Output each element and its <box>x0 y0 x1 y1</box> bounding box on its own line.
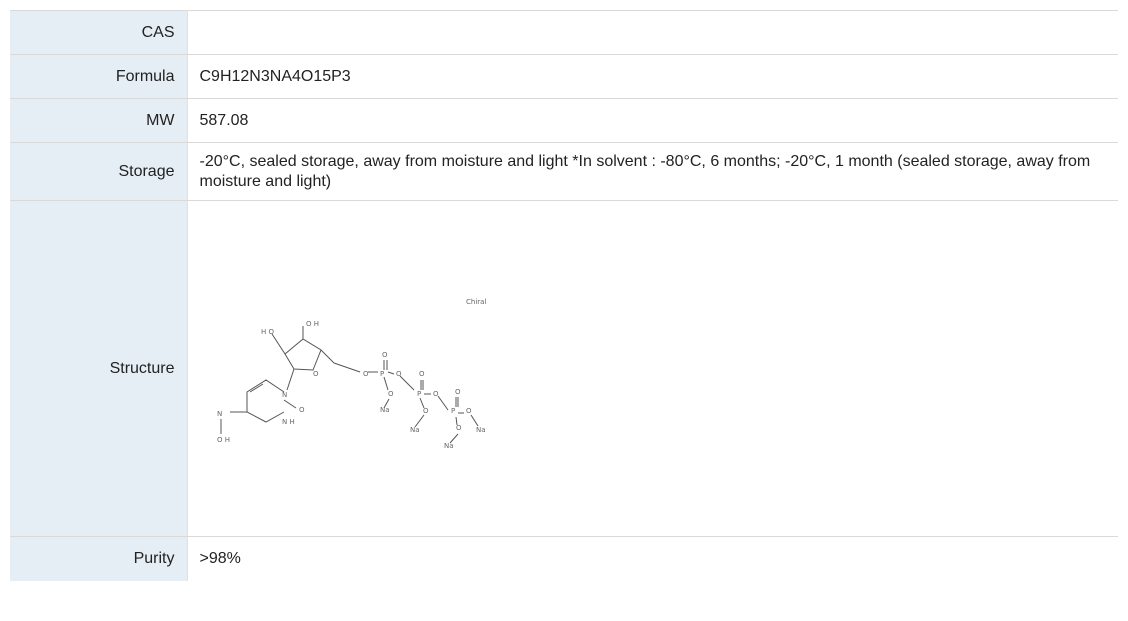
oxygen-8-label: O <box>466 407 472 415</box>
structure-image: Chiral H O O H O O N O N H N O H P P P O… <box>217 298 486 450</box>
oxygen-7-label: O <box>455 388 461 396</box>
sodium-3-label: Na <box>476 426 486 434</box>
storage-label: Storage <box>10 142 188 201</box>
link-oxygen-label: O <box>363 370 369 378</box>
chiral-label: Chiral <box>466 298 486 306</box>
oxime-nitrogen-label: N <box>217 410 222 418</box>
oxygen-6-label: O <box>423 407 429 415</box>
spec-table: CAS Formula C9H12N3NA4O15P3 MW 587.08 St… <box>10 10 1118 581</box>
purity-value: >98% <box>187 536 1118 581</box>
cas-label: CAS <box>10 10 188 55</box>
formula-label: Formula <box>10 54 188 99</box>
ho-label: H O <box>261 328 274 336</box>
structure-label: Structure <box>10 200 188 537</box>
row-storage: Storage -20°C, sealed storage, away from… <box>10 142 1118 201</box>
structure-bonds <box>220 325 478 443</box>
phosphorus-1-label: P <box>380 370 384 378</box>
row-cas: CAS <box>10 10 1118 55</box>
storage-value: -20°C, sealed storage, away from moistur… <box>187 142 1118 201</box>
row-structure: Structure Chiral H O O H O O N O N H N O… <box>10 200 1118 537</box>
oxygen-9-label: O <box>456 424 462 432</box>
row-mw: MW 587.08 <box>10 98 1118 143</box>
oxygen-2-label: O <box>396 370 402 378</box>
cas-value <box>187 10 1118 55</box>
nh-label: N H <box>282 418 295 426</box>
mw-label: MW <box>10 98 188 143</box>
sodium-2-label: Na <box>410 426 420 434</box>
oxime-oh-label: O H <box>217 436 230 444</box>
oxygen-3-label: O <box>388 390 394 398</box>
ring-oxygen-label: O <box>313 370 319 378</box>
structure-value: Chiral H O O H O O N O N H N O H P P P O… <box>187 200 1118 537</box>
phosphorus-3-label: P <box>451 407 455 415</box>
carbonyl-oxygen-label: O <box>299 406 305 414</box>
sodium-1-label: Na <box>380 406 390 414</box>
formula-value: C9H12N3NA4O15P3 <box>187 54 1118 99</box>
purity-label: Purity <box>10 536 188 581</box>
row-formula: Formula C9H12N3NA4O15P3 <box>10 54 1118 99</box>
phosphorus-2-label: P <box>417 390 421 398</box>
sodium-4-label: Na <box>444 442 454 450</box>
oh-top-label: O H <box>306 320 319 328</box>
oxygen-4-label: O <box>419 370 425 378</box>
row-purity: Purity >98% <box>10 536 1118 581</box>
ring-nitrogen-label: N <box>282 391 287 399</box>
oxygen-5-label: O <box>433 390 439 398</box>
oxygen-1-label: O <box>382 351 388 359</box>
mw-value: 587.08 <box>187 98 1118 143</box>
